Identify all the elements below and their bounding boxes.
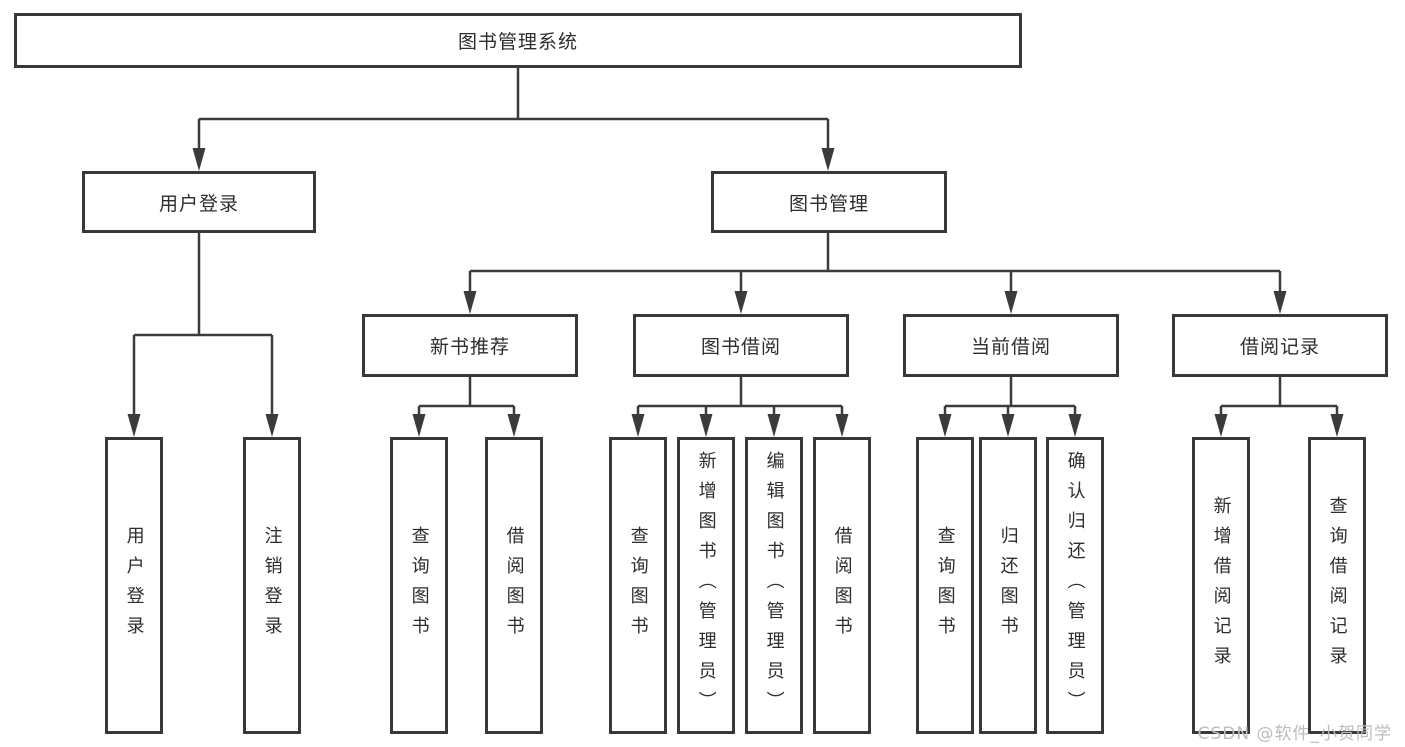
leaf-confirm-return-admin: 确认归还（管理员）	[1046, 437, 1104, 734]
node-current-borrowing: 当前借阅	[903, 314, 1119, 377]
node-library-management-system: 图书管理系统	[14, 13, 1022, 68]
leaf-logout: 注销登录	[243, 437, 301, 734]
node-book-management: 图书管理	[711, 171, 947, 233]
node-borrowing-records: 借阅记录	[1172, 314, 1388, 377]
leaf-user-login: 用户登录	[105, 437, 163, 734]
leaf-query-borrow-record: 查询借阅记录	[1308, 437, 1366, 734]
node-book-borrowing: 图书借阅	[633, 314, 849, 377]
leaf-add-books-admin: 新增图书（管理员）	[677, 437, 735, 734]
connector-paths	[132, 68, 1339, 418]
arrowheads	[127, 148, 1344, 437]
leaf-query-books: 查询图书	[390, 437, 448, 734]
node-user-login: 用户登录	[82, 171, 316, 233]
leaf-borrow-books: 借阅图书	[485, 437, 543, 734]
leaf-edit-books-admin: 编辑图书（管理员）	[745, 437, 803, 734]
node-new-book-recommendation: 新书推荐	[362, 314, 578, 377]
leaf-add-borrow-record: 新增借阅记录	[1192, 437, 1250, 734]
leaf-borrow-books: 借阅图书	[813, 437, 871, 734]
watermark: CSDN @软件_小贺同学	[1197, 724, 1392, 744]
leaf-return-books: 归还图书	[979, 437, 1037, 734]
leaf-query-books: 查询图书	[916, 437, 974, 734]
leaf-query-books: 查询图书	[609, 437, 667, 734]
